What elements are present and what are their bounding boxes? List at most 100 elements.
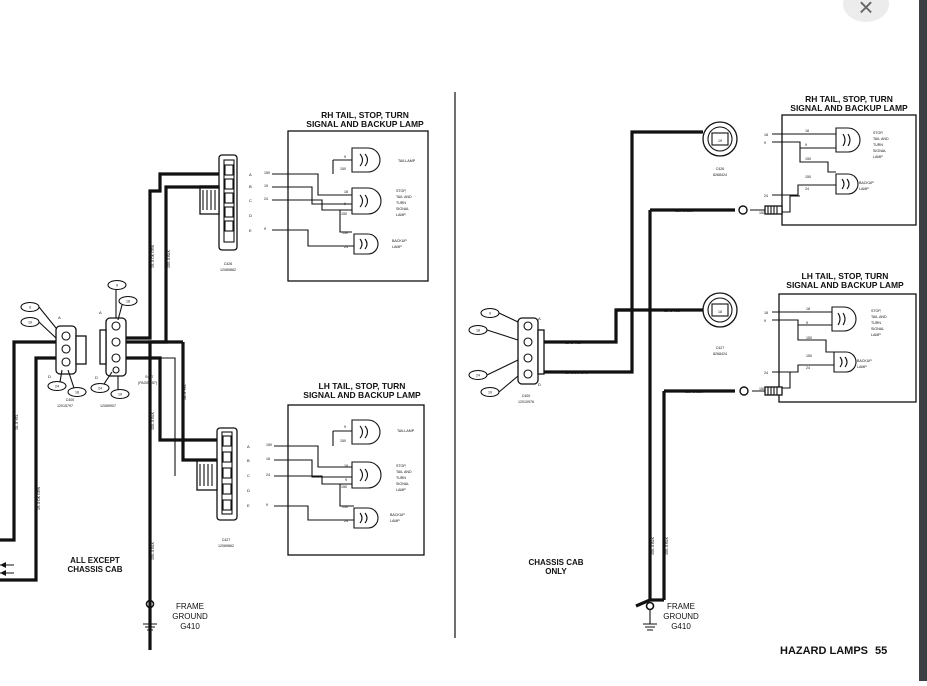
svg-text:C: C (247, 473, 250, 478)
close-button[interactable]: × (843, 0, 889, 22)
svg-text:SIGNAL: SIGNAL (873, 149, 886, 153)
left-rh-title-line1: RH TAIL, STOP, TURN (321, 110, 409, 120)
svg-text:18: 18 (764, 133, 768, 137)
svg-text:D: D (247, 488, 250, 493)
right-rh-backup-bulb (835, 173, 859, 195)
svg-text:TAIL AND: TAIL AND (396, 470, 412, 474)
left-c427-connector (196, 427, 238, 521)
left-rh-backup-label-1: BACKUP (392, 239, 407, 243)
left-rh-stop-label-4: SIGNAL (396, 207, 409, 211)
left-rh-backup-label-2: LAMP (392, 245, 402, 249)
right-lh-backup-bulb (833, 351, 857, 373)
left-variant-line1: ALL EXCEPT (70, 556, 120, 565)
svg-text:19: 19 (118, 393, 122, 397)
svg-text:24: 24 (344, 519, 348, 523)
right-c426-connector (702, 121, 738, 157)
svg-text:C427: C427 (716, 346, 725, 350)
svg-text:24: 24 (344, 245, 348, 249)
left-frame-ground-icon (143, 599, 157, 631)
svg-text:9: 9 (805, 143, 807, 147)
viewer-scrollbar[interactable] (919, 0, 927, 681)
left-c426-connector (199, 154, 238, 251)
svg-text:A: A (58, 315, 61, 320)
left-c400-part-a: 12015797 (57, 404, 73, 408)
left-c426-part: 12089862 (220, 268, 236, 272)
svg-text:LAMP: LAMP (871, 333, 881, 337)
svg-text:9: 9 (806, 321, 808, 325)
svg-text:18: 18 (806, 307, 810, 311)
left-ground-line3: G410 (180, 622, 200, 631)
left-c400-part-b: 12089907 (100, 404, 116, 408)
close-icon: × (858, 0, 874, 22)
svg-text:E: E (247, 503, 250, 508)
svg-text:150: 150 (805, 175, 811, 179)
svg-text:18: 18 (126, 300, 130, 304)
left-rh-stop-label-2: TAIL AND (396, 195, 412, 199)
svg-text:LAMP: LAMP (857, 365, 867, 369)
svg-text:SIGNAL: SIGNAL (396, 482, 409, 486)
svg-text:24: 24 (764, 194, 768, 198)
svg-text:150: 150 (759, 387, 765, 391)
svg-text:LAMP: LAMP (390, 519, 400, 523)
svg-text:150-.8 BLK: 150-.8 BLK (675, 209, 694, 213)
left-s427-label: S427 (145, 375, 153, 379)
left-rh-stop-label-3: TURN (396, 201, 406, 205)
svg-text:18-.8 YEL: 18-.8 YEL (565, 341, 581, 345)
right-rh-title-line2: SIGNAL AND BACKUP LAMP (790, 103, 908, 113)
svg-text:C426: C426 (716, 167, 725, 171)
svg-text:150: 150 (342, 231, 348, 235)
svg-text:9: 9 (29, 306, 31, 310)
svg-text:TURN: TURN (396, 476, 406, 480)
svg-text:150: 150 (264, 171, 270, 175)
svg-text:18: 18 (344, 464, 348, 468)
svg-text:A: A (99, 310, 102, 315)
svg-text:24: 24 (806, 366, 810, 370)
svg-text:9: 9 (116, 284, 118, 288)
svg-text:FRAME: FRAME (667, 602, 695, 611)
left-wire-dkgrn-label-2: 19-.8 DK GRN (37, 486, 41, 510)
svg-text:150: 150 (342, 505, 348, 509)
right-rh-lamp-box (781, 114, 917, 226)
right-rh-title-line1: RH TAIL, STOP, TURN (805, 94, 893, 104)
svg-text:150: 150 (806, 354, 812, 358)
svg-text:GROUND: GROUND (663, 612, 699, 621)
svg-text:8268424: 8268424 (713, 173, 727, 177)
svg-text:E: E (249, 228, 252, 233)
svg-text:D: D (249, 213, 252, 218)
svg-text:C: C (249, 198, 252, 203)
right-lh-stop-bulb (831, 306, 857, 332)
left-rh-stop-label-5: LAMP (396, 213, 406, 217)
svg-text:18-.8 YEL: 18-.8 YEL (664, 309, 680, 313)
left-lh-lamp-box (287, 404, 425, 556)
left-lh-title-line2: SIGNAL AND BACKUP LAMP (303, 390, 421, 400)
svg-text:LAMP: LAMP (859, 187, 869, 191)
svg-text:9: 9 (489, 312, 491, 316)
svg-text:A: A (247, 444, 250, 449)
svg-text:C400: C400 (522, 394, 531, 398)
left-wire-blk-label-3: 150-.8 BLK (151, 541, 155, 560)
svg-text:19-.8 DK GRN: 19-.8 DK GRN (565, 371, 589, 375)
left-c400-connector-b (99, 317, 127, 377)
svg-text:18: 18 (476, 329, 480, 333)
right-lh-title-line2: SIGNAL AND BACKUP LAMP (786, 280, 904, 290)
right-lh-lamp-box (778, 293, 917, 403)
left-ground-line1: FRAME (176, 602, 204, 611)
svg-text:TURN: TURN (873, 143, 883, 147)
svg-text:24: 24 (266, 473, 270, 477)
svg-text:18: 18 (344, 190, 348, 194)
right-ring-tags (468, 307, 519, 398)
left-lh-taillamp-bulb (351, 419, 381, 445)
svg-text:D: D (48, 374, 51, 379)
svg-text:BACKUP: BACKUP (390, 513, 405, 517)
footer-section: HAZARD LAMPS (780, 645, 868, 657)
svg-text:9: 9 (344, 202, 346, 206)
right-ring-terminal-icon (738, 205, 749, 396)
svg-text:STOP,: STOP, (871, 309, 881, 313)
left-lh-stop-bulb (351, 461, 382, 489)
svg-text:LAMP: LAMP (873, 155, 883, 159)
svg-text:B: B (247, 458, 250, 463)
svg-text:9: 9 (764, 141, 766, 145)
svg-text:9: 9 (344, 155, 346, 159)
